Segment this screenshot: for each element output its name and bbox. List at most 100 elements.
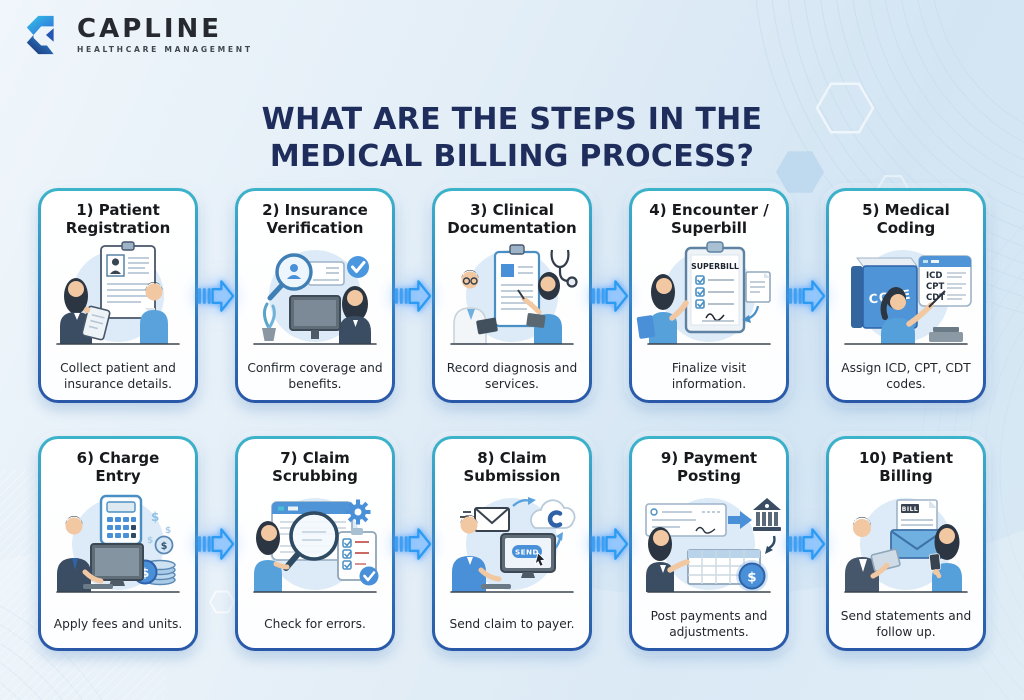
- step-heading: 1) Patient Registration: [65, 201, 171, 237]
- calculator-icon: [99, 494, 143, 546]
- flow-arrow-icon: [592, 518, 629, 570]
- svg-text:ICD: ICD: [926, 271, 942, 281]
- envelope-icon: [460, 507, 510, 532]
- step-heading: 2) Insurance Verification: [262, 201, 368, 237]
- payment-posting-illustration: $: [636, 488, 782, 606]
- magnifier-icon: [267, 253, 313, 301]
- steps-row-2: 6) Charge Entry: [0, 436, 1024, 651]
- brand-tagline: HEALTHCARE MANAGEMENT: [77, 45, 253, 55]
- patient-figure: [140, 282, 168, 344]
- step-caption: Apply fees and units.: [53, 617, 183, 632]
- page-title: WHAT ARE THE STEPS IN THE MEDICAL BILLIN…: [0, 102, 1024, 175]
- step-caption: Confirm coverage and benefits.: [247, 361, 383, 391]
- step-caption: Finalize visit information.: [671, 361, 747, 391]
- doctor-figure: [453, 270, 498, 345]
- step-caption: Check for errors.: [264, 617, 366, 632]
- step-card-medical-coding: 5) Medical Coding CODE: [826, 188, 986, 403]
- step-card-encounter-superbill: 4) Encounter / Superbill SUPERBILL: [629, 188, 789, 403]
- reviewer-figure: [254, 521, 290, 592]
- svg-text:BILL: BILL: [902, 506, 918, 513]
- insurance-card-icon: [307, 261, 345, 286]
- steps-board: 1) Patient Registration: [0, 188, 1024, 651]
- gear-icon: [345, 499, 371, 525]
- step-caption: Send statements and follow up.: [840, 609, 972, 639]
- flow-arrow-icon: [789, 270, 826, 322]
- svg-text:$: $: [141, 565, 150, 580]
- cloud-icon: [530, 499, 576, 529]
- step-heading: 5) Medical Coding: [862, 201, 950, 237]
- registration-form-icon: [100, 241, 156, 319]
- biller-figure: [452, 515, 511, 592]
- charge-entry-illustration: $ $ $ $ $: [45, 488, 191, 606]
- step-card-claim-scrubbing: 7) Claim Scrubbing: [235, 436, 395, 651]
- flow-arrow-icon: [592, 270, 629, 322]
- svg-text:$: $: [161, 541, 168, 552]
- svg-text:SUPERBILL: SUPERBILL: [691, 262, 739, 271]
- capline-logo: CAPLINE HEALTHCARE MANAGEMENT: [22, 12, 253, 58]
- error-checklist-icon: [337, 528, 379, 586]
- superbill-clipboard-icon: SUPERBILL: [684, 241, 746, 334]
- step-heading: 9) Payment Posting: [660, 449, 758, 485]
- step-heading: 6) Charge Entry: [76, 449, 160, 485]
- svg-text:$: $: [747, 570, 756, 586]
- step-caption: Send claim to payer.: [449, 617, 575, 632]
- step-card-claim-submission: 8) Claim Submission: [432, 436, 592, 651]
- claim-scrubbing-illustration: [242, 488, 388, 606]
- medical-coding-illustration: CODE ICD CPT CDT: [833, 240, 979, 358]
- step-card-patient-registration: 1) Patient Registration: [38, 188, 198, 403]
- bill-envelope-icon: BILL: [890, 499, 944, 559]
- step-card-payment-posting: 9) Payment Posting: [629, 436, 789, 651]
- superbill-illustration: SUPERBILL: [636, 240, 782, 358]
- flow-arrow-icon: [789, 518, 826, 570]
- svg-text:$: $: [165, 526, 171, 536]
- step-card-clinical-documentation: 3) Clinical Documentation: [432, 188, 592, 403]
- flow-arrow-icon: [198, 270, 235, 322]
- biller-at-computer: [289, 286, 371, 344]
- chart-clipboard-icon: [493, 244, 541, 328]
- flow-arrow-icon: [395, 518, 432, 570]
- clinical-documentation-illustration: [439, 240, 585, 358]
- brand-name: CAPLINE: [77, 14, 223, 45]
- code-list-panel-icon: ICD CPT CDT: [918, 255, 972, 307]
- flow-arrow-icon: [198, 518, 235, 570]
- svg-text:CDT: CDT: [926, 293, 945, 303]
- step-card-insurance-verification: 2) Insurance Verification: [235, 188, 395, 403]
- step-heading: 10) Patient Billing: [859, 449, 953, 485]
- insurance-verification-illustration: [242, 240, 388, 358]
- coder-figure: [880, 287, 963, 344]
- poster-figure: [646, 527, 690, 592]
- step-heading: 8) Claim Submission: [463, 449, 561, 485]
- claim-submission-illustration: SEND: [439, 488, 585, 606]
- small-document-icon: [742, 271, 771, 323]
- capline-logo-icon: [26, 15, 54, 55]
- biller-at-computer: [57, 516, 144, 592]
- down-arrow: [768, 535, 776, 550]
- step-heading: 7) Claim Scrubbing: [272, 449, 358, 485]
- title-line-2: MEDICAL BILLING PROCESS?: [269, 138, 755, 174]
- step-card-charge-entry: 6) Charge Entry: [38, 436, 198, 651]
- stethoscope-icon: [550, 249, 578, 288]
- step-heading: 3) Clinical Documentation: [447, 201, 577, 237]
- clinician-figure: [636, 274, 689, 344]
- flow-arrow-icon: [395, 270, 432, 322]
- dollar-coin-icon: $: [736, 560, 768, 592]
- transfer-arrow: [728, 511, 752, 529]
- title-line-1: WHAT ARE THE STEPS IN THE: [261, 102, 763, 138]
- send-monitor-icon: SEND: [500, 533, 556, 578]
- svg-text:$: $: [151, 510, 159, 524]
- biller-with-laptop-figure: [845, 517, 901, 592]
- patient-billing-illustration: BILL: [833, 488, 979, 606]
- checkmark-badge-icon: [347, 256, 369, 278]
- svg-text:SEND: SEND: [515, 548, 539, 557]
- step-card-patient-billing: 10) Patient Billing BILL: [826, 436, 986, 651]
- step-caption: Assign ICD, CPT, CDT codes.: [841, 361, 971, 391]
- bank-icon: [753, 498, 781, 531]
- patient-with-phone-figure: [929, 524, 962, 592]
- receptionist-figure: [60, 278, 111, 344]
- step-caption: Collect patient and insurance details.: [60, 361, 176, 391]
- steps-row-1: 1) Patient Registration: [0, 188, 1024, 403]
- patient-registration-illustration: [45, 240, 191, 358]
- plant-icon: [262, 302, 276, 341]
- step-caption: Record diagnosis and services.: [446, 361, 578, 391]
